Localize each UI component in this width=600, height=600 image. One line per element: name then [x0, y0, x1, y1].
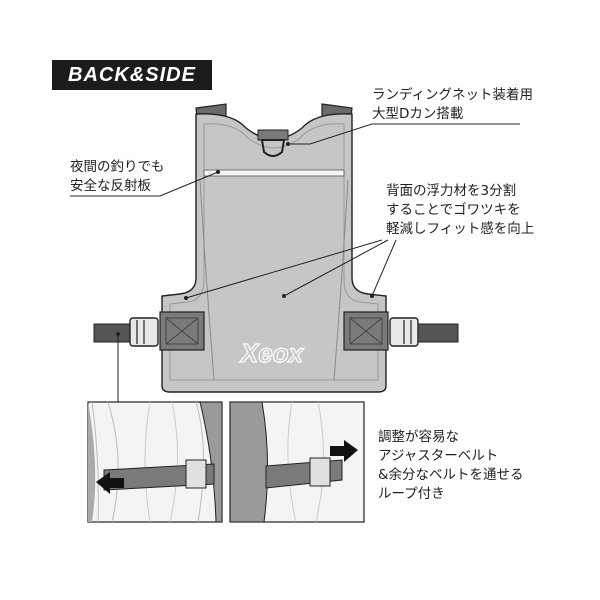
callout-belt: 調整が容易な アジャスターベルト &余分なベルトを通せる ループ付き	[378, 429, 524, 502]
leader-float-3	[371, 239, 397, 297]
float-seam-left	[199, 179, 215, 381]
left-arrow-icon	[96, 472, 124, 494]
d-ring-tab	[257, 129, 289, 141]
reflector-strip	[203, 169, 345, 177]
right-belt-strap	[417, 323, 459, 343]
float-seam-right	[333, 179, 349, 381]
d-ring	[260, 139, 286, 157]
callout-float: 背面の浮力材を3分割 することでゴワツキを 軽減しフィット感を向上	[386, 183, 535, 237]
side-photo-right	[229, 401, 365, 523]
back-side-badge: BACK&SIDE	[52, 60, 212, 90]
side-photo-left	[87, 401, 223, 523]
leader-float-1	[185, 239, 383, 299]
callout-landing-net: ランディングネット装着用 大型Dカン搭載	[372, 87, 534, 122]
vest-inner-trim	[169, 123, 379, 381]
callout-reflector: 夜間の釣りでも 安全な反射板	[70, 159, 165, 194]
leader-float-2	[283, 239, 389, 297]
left-belt-strap	[93, 323, 135, 343]
leader-landing-net	[288, 123, 520, 145]
brand-logo: Xeox	[239, 338, 305, 368]
right-arrow-icon	[330, 440, 358, 462]
leader-reflector	[70, 171, 219, 197]
